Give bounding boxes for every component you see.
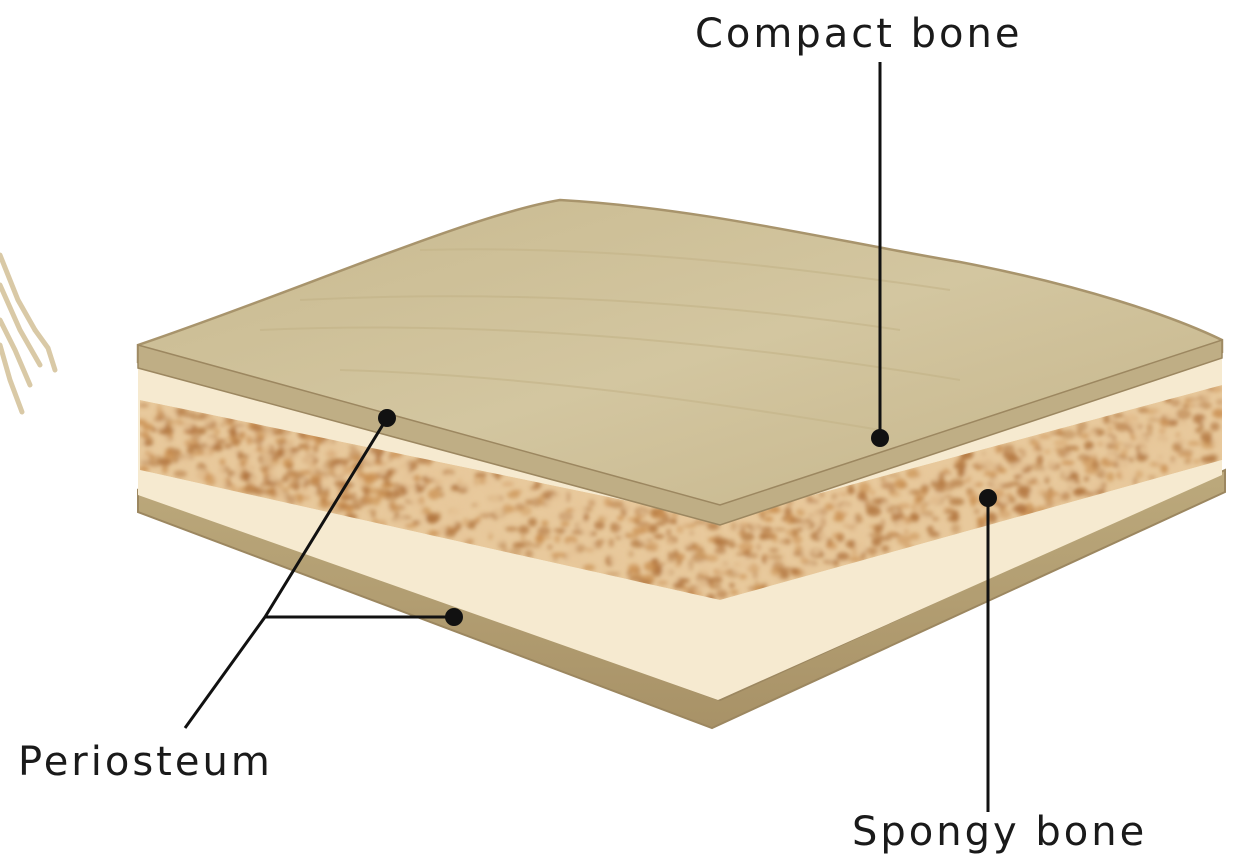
periosteum-pointer-dot-bottom bbox=[445, 608, 463, 626]
compact-bone-pointer-dot bbox=[871, 429, 889, 447]
spongy-bone-pointer-dot bbox=[979, 489, 997, 507]
skeleton-hand-icon bbox=[0, 255, 55, 412]
spongy-bone-label: Spongy bone bbox=[852, 812, 1147, 852]
compact-bone-label: Compact bone bbox=[695, 14, 1022, 54]
periosteum-label: Periosteum bbox=[18, 742, 273, 782]
periosteum-pointer-dot-top bbox=[378, 409, 396, 427]
